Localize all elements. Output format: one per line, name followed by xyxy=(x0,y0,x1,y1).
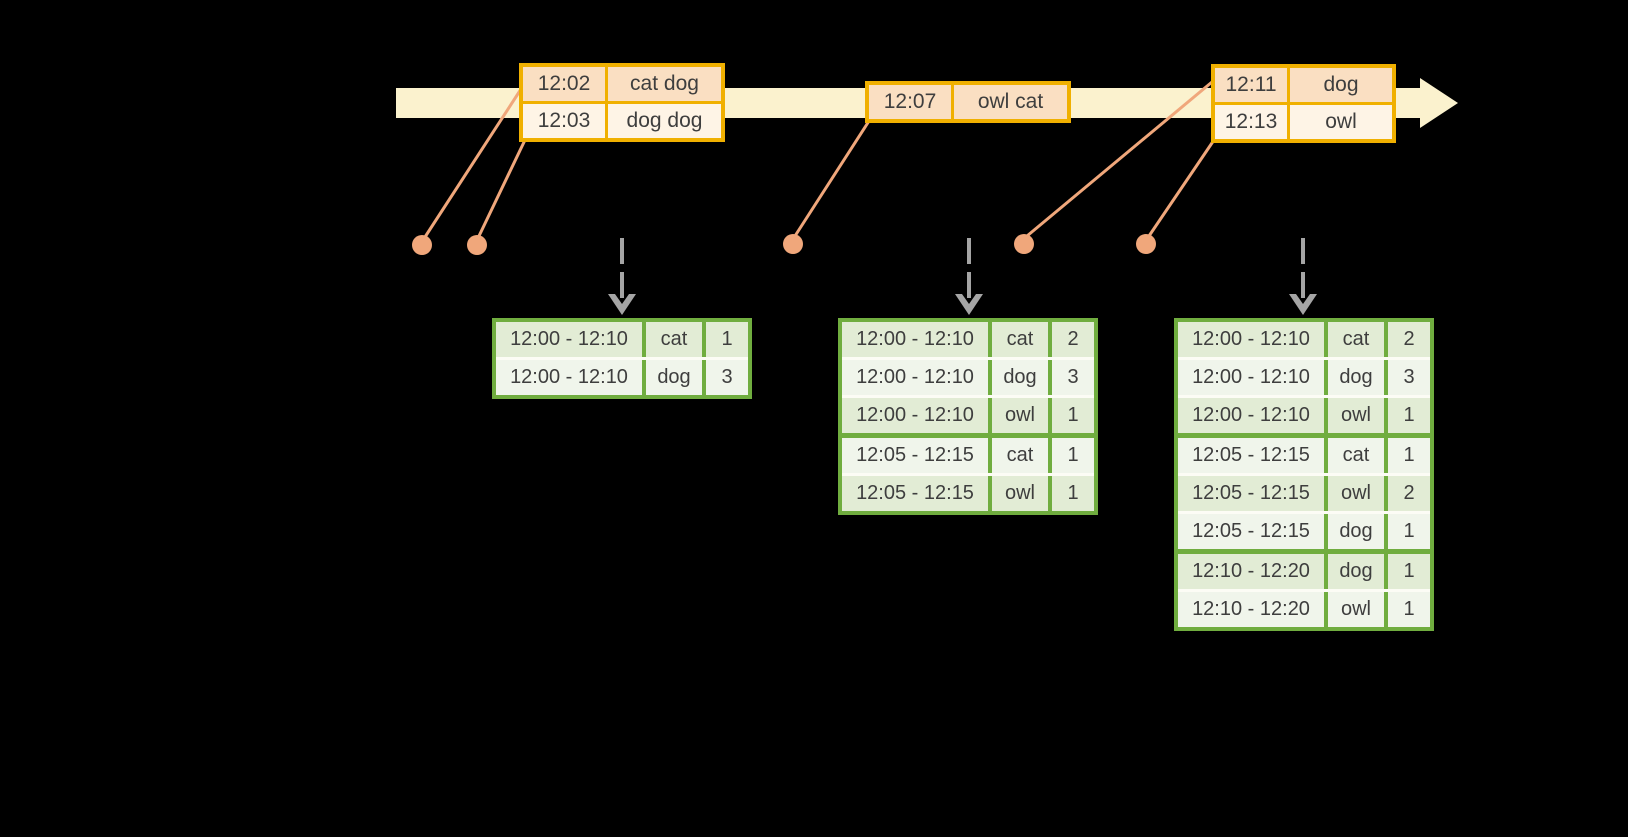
result-window: 12:00 - 12:10 xyxy=(842,322,988,357)
event-dot xyxy=(1014,234,1034,254)
result-word: dog xyxy=(1324,554,1384,589)
event-dot xyxy=(412,235,432,255)
result-word: owl xyxy=(1324,592,1384,627)
event-words: owl xyxy=(1287,105,1392,139)
result-window: 12:00 - 12:10 xyxy=(842,398,988,433)
result-window: 12:10 - 12:20 xyxy=(1178,592,1324,627)
result-word: cat xyxy=(988,322,1048,357)
result-window: 12:00 - 12:10 xyxy=(842,360,988,395)
result-window: 12:05 - 12:15 xyxy=(1178,438,1324,473)
event-words: owl cat xyxy=(951,85,1067,119)
result-word: owl xyxy=(1324,476,1384,511)
connector-line xyxy=(1026,80,1213,238)
event-words: cat dog xyxy=(605,67,721,101)
event-time: 12:11 xyxy=(1215,68,1287,102)
result-window: 12:00 - 12:10 xyxy=(1178,360,1324,395)
result-count: 1 xyxy=(1384,398,1430,433)
result-window: 12:00 - 12:10 xyxy=(496,322,642,357)
result-count: 3 xyxy=(1048,360,1094,395)
result-window: 12:10 - 12:20 xyxy=(1178,554,1324,589)
result-count: 2 xyxy=(1048,322,1094,357)
result-count: 3 xyxy=(702,360,748,395)
trigger-arrow xyxy=(1289,238,1317,315)
event-words: dog xyxy=(1287,68,1392,102)
event-dot xyxy=(783,234,803,254)
result-word: cat xyxy=(988,438,1048,473)
result-window: 12:05 - 12:15 xyxy=(842,476,988,511)
result-window: 12:05 - 12:15 xyxy=(842,438,988,473)
result-window: 12:05 - 12:15 xyxy=(1178,476,1324,511)
connector-line xyxy=(793,120,871,237)
result-count: 1 xyxy=(702,322,748,357)
event-time: 12:02 xyxy=(523,67,605,101)
event-time: 12:03 xyxy=(523,104,605,138)
result-word: cat xyxy=(1324,322,1384,357)
result-word: cat xyxy=(642,322,702,357)
event-dot xyxy=(1136,234,1156,254)
connector-line xyxy=(1147,139,1216,237)
trigger-arrow xyxy=(608,238,636,315)
result-count: 2 xyxy=(1384,476,1430,511)
result-word: owl xyxy=(988,476,1048,511)
result-count: 1 xyxy=(1048,476,1094,511)
result-word: dog xyxy=(1324,360,1384,395)
result-window: 12:05 - 12:15 xyxy=(1178,514,1324,549)
event-words: dog dog xyxy=(605,104,721,138)
event-time: 12:07 xyxy=(869,85,951,119)
timeline-arrowhead-icon xyxy=(1420,78,1458,128)
result-window: 12:00 - 12:10 xyxy=(496,360,642,395)
result-count: 2 xyxy=(1384,322,1430,357)
result-word: owl xyxy=(1324,398,1384,433)
result-count: 1 xyxy=(1384,438,1430,473)
result-count: 1 xyxy=(1048,438,1094,473)
connector-line xyxy=(423,85,525,238)
result-word: cat xyxy=(1324,438,1384,473)
result-count: 1 xyxy=(1384,592,1430,627)
result-word: owl xyxy=(988,398,1048,433)
result-count: 1 xyxy=(1048,398,1094,433)
connector-line xyxy=(477,139,527,237)
result-word: dog xyxy=(642,360,702,395)
result-count: 1 xyxy=(1384,554,1430,589)
result-word: dog xyxy=(988,360,1048,395)
result-window: 12:00 - 12:10 xyxy=(1178,398,1324,433)
result-count: 1 xyxy=(1384,514,1430,549)
result-window: 12:00 - 12:10 xyxy=(1178,322,1324,357)
trigger-arrow xyxy=(955,238,983,315)
result-word: dog xyxy=(1324,514,1384,549)
event-dot xyxy=(467,235,487,255)
event-time: 12:13 xyxy=(1215,105,1287,139)
result-count: 3 xyxy=(1384,360,1430,395)
